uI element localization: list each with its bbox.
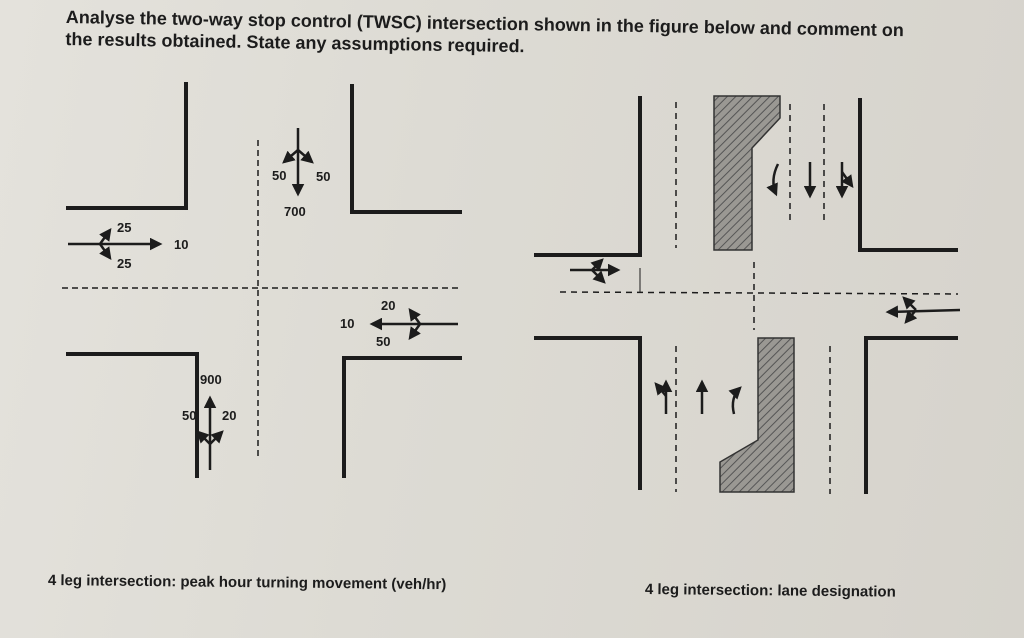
- east-left-volume: 20: [381, 298, 395, 313]
- west-through-volume: 10: [174, 237, 188, 252]
- east-right-volume: 50: [376, 334, 390, 349]
- volume-labels: 50 50 700 900 50 20 25 10 25 20 10 50: [117, 168, 395, 423]
- west-left-volume: 25: [117, 220, 131, 235]
- east-approach-arrows: [369, 307, 458, 341]
- curb-lines: [66, 82, 462, 478]
- west-right-volume: 25: [117, 256, 131, 271]
- south-median-island: [719, 337, 795, 493]
- lane-arrows: [570, 162, 961, 415]
- center-lines: [62, 140, 462, 460]
- lane-lines: [559, 102, 959, 494]
- north-left-volume: 50: [272, 168, 286, 183]
- north-through-volume: 700: [284, 204, 306, 219]
- curb-lines: [534, 96, 958, 494]
- south-approach-arrows: [196, 395, 224, 470]
- lane-designation-diagram: [534, 95, 961, 494]
- west-approach-arrows: [68, 227, 163, 261]
- south-left-volume: 50: [182, 408, 196, 423]
- south-through-volume: 900: [200, 372, 222, 387]
- north-approach-arrows: [282, 128, 314, 197]
- lane-designation-caption: 4 leg intersection: lane designation: [644, 581, 896, 601]
- turning-movement-diagram: [62, 82, 462, 478]
- north-median-island: [713, 95, 781, 251]
- north-right-volume: 50: [316, 169, 330, 184]
- east-through-volume: 10: [340, 316, 354, 331]
- south-right-volume: 20: [222, 408, 236, 423]
